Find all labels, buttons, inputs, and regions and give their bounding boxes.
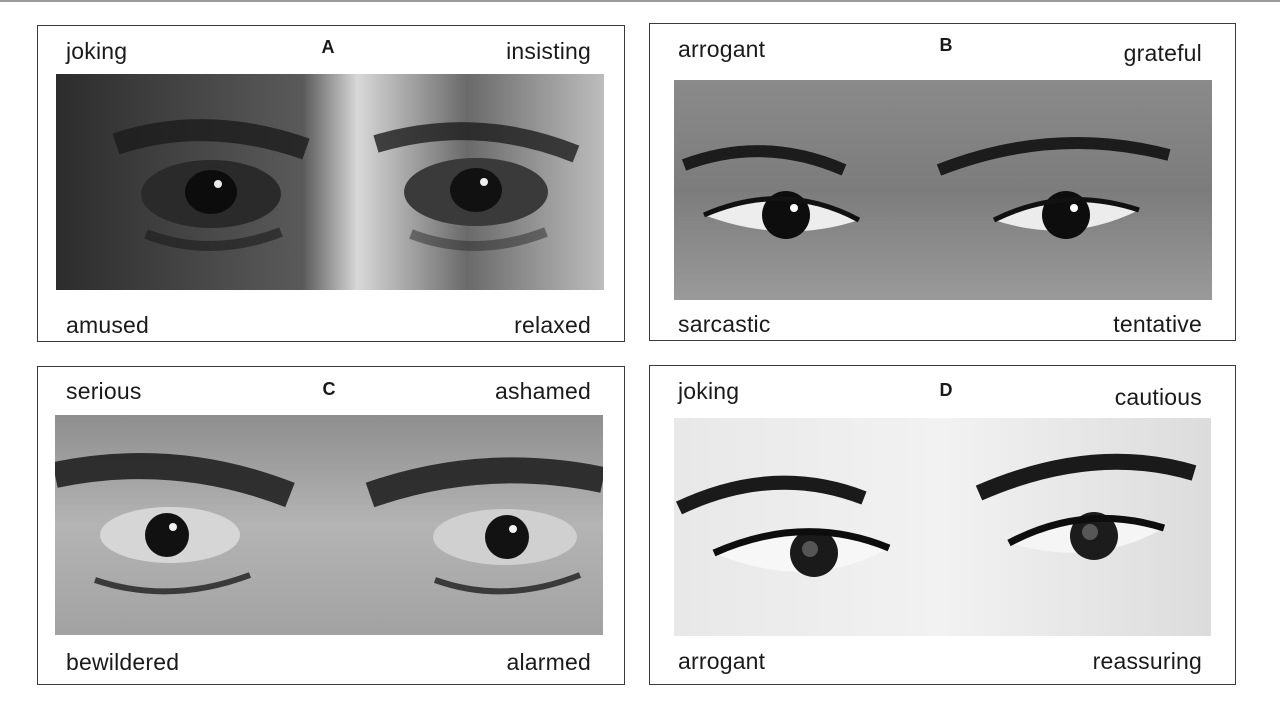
panel-d-letter: D xyxy=(939,380,953,400)
panel-d: joking D cautious arrogant reassur xyxy=(649,365,1236,685)
panel-b: arrogant B grateful sarcastic tent xyxy=(649,23,1236,341)
panel-a-bottom-left-word: amused xyxy=(66,312,150,338)
panel-d-bottom-left-word: arrogant xyxy=(678,648,766,674)
panel-d-eyes-photo xyxy=(674,418,1211,636)
panel-c-bottom-right-word: alarmed xyxy=(506,649,591,675)
panel-a-bottom-right-word: relaxed xyxy=(514,312,591,338)
panel-c: serious C ashamed bewildered alarm xyxy=(37,366,625,685)
panel-b-eyes-photo xyxy=(674,80,1212,300)
panel-d-top-left-word: joking xyxy=(678,378,740,404)
panel-c-top-left-word: serious xyxy=(66,378,142,404)
panel-b-bottom-left-word: sarcastic xyxy=(678,311,771,337)
panel-a-eyes-photo xyxy=(56,74,604,290)
panel-a: joking A insisting xyxy=(37,25,625,342)
panel-c-top-right-word: ashamed xyxy=(494,378,591,404)
panel-b-top-left-word: arrogant xyxy=(678,36,766,62)
panel-a-top-left-word: joking xyxy=(66,38,128,64)
top-divider-line xyxy=(0,0,1280,2)
panel-b-bottom-right-word: tentative xyxy=(1113,311,1202,337)
panel-a-top-right-word: insisting xyxy=(506,38,591,64)
panel-c-letter: C xyxy=(322,379,336,399)
panel-a-letter: A xyxy=(321,37,335,57)
panel-b-top-right-word: grateful xyxy=(1123,40,1202,66)
panel-c-eyes-photo xyxy=(55,415,603,635)
panel-c-bottom-left-word: bewildered xyxy=(66,649,180,675)
panel-b-letter: B xyxy=(939,35,953,55)
panel-d-bottom-right-word: reassuring xyxy=(1092,648,1202,674)
panel-d-top-right-word: cautious xyxy=(1114,384,1202,410)
